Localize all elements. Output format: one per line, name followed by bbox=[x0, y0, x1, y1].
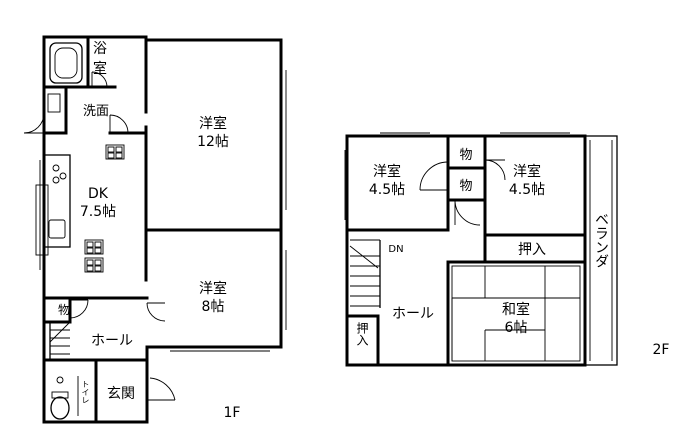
western-room-right-label: 洋室 bbox=[513, 163, 541, 180]
floor-1-plan: 浴 室 洗面 洋室 12帖 DK 7.5帖 洋室 8帖 物 ホール 玄関 1F bbox=[23, 35, 287, 424]
floor-2-plan: 洋室 4.5帖 物 物 洋室 4.5帖 DN 押入 ホール 和室 6帖 2F bbox=[344, 132, 670, 367]
japanese-room-label: 和室 bbox=[502, 301, 530, 318]
bath-label-top: 浴 bbox=[93, 41, 107, 57]
storage-1f-label: 物 bbox=[58, 303, 70, 317]
storage-2f-bottom-label: 物 bbox=[459, 179, 472, 194]
hall-2f-label: ホール bbox=[392, 306, 434, 322]
washroom-label: 洗面 bbox=[83, 104, 109, 119]
western-room-left-size: 4.5帖 bbox=[369, 182, 405, 198]
floor-1-label: 1F bbox=[224, 405, 241, 421]
closet-left-label: 押入 bbox=[355, 322, 369, 346]
toilet-label: トイレ bbox=[81, 380, 90, 404]
western-room-right-size: 4.5帖 bbox=[509, 182, 545, 198]
western-room-left-label: 洋室 bbox=[373, 163, 401, 180]
western-room-8-size: 8帖 bbox=[202, 299, 225, 315]
stairs-dn-label: DN bbox=[388, 244, 403, 255]
western-room-12-size: 12帖 bbox=[197, 134, 229, 150]
veranda-label: ベランダ bbox=[593, 212, 609, 268]
dk-size: 7.5帖 bbox=[80, 204, 116, 220]
bath-label-bottom: 室 bbox=[93, 60, 107, 77]
storage-2f-top-label: 物 bbox=[459, 148, 472, 163]
dk-label: DK bbox=[88, 186, 109, 202]
hall-1f-label: ホール bbox=[91, 333, 133, 349]
closet-right-label: 押入 bbox=[518, 242, 546, 258]
floor-2-label: 2F bbox=[653, 342, 670, 358]
western-room-8-label: 洋室 bbox=[199, 280, 227, 297]
japanese-room-size: 6帖 bbox=[505, 320, 528, 336]
western-room-12-label: 洋室 bbox=[199, 115, 227, 132]
entrance-label: 玄関 bbox=[107, 385, 135, 402]
